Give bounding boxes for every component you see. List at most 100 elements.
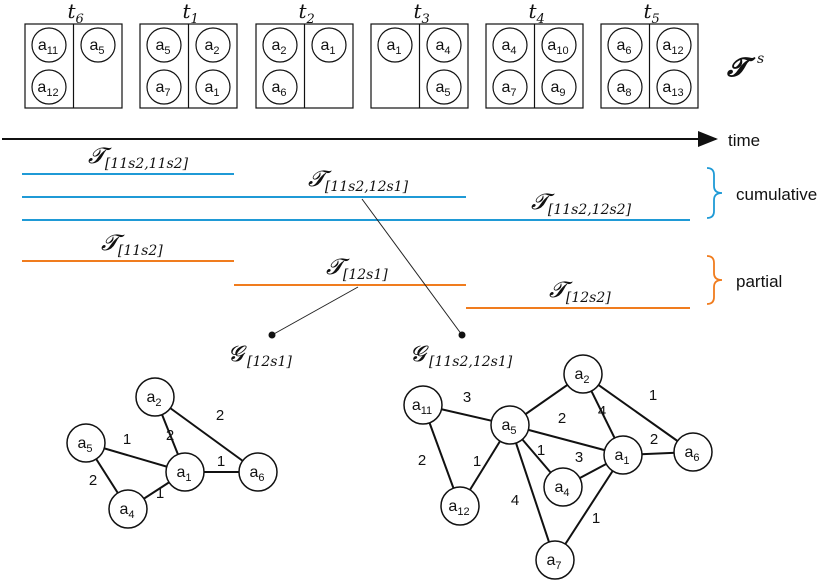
node-label: a12 — [37, 79, 58, 99]
agent-node — [146, 69, 182, 105]
edge-weight: 2 — [166, 427, 174, 444]
edge-weight: 2 — [89, 472, 97, 489]
partial-interval-label: 𝓣[11s2] — [101, 231, 163, 259]
graph-label-left: 𝓖 [12s1] — [228, 342, 292, 370]
node-label: a11 — [412, 397, 432, 417]
graph-node — [403, 385, 443, 425]
edge-weight: 1 — [592, 510, 600, 527]
slot-label: t2 — [299, 0, 315, 27]
node-label: a4 — [501, 37, 516, 57]
graph-edge — [509, 424, 556, 561]
partial-interval-label: 𝓣[12s1] — [326, 255, 388, 283]
graph-subscript: [12s1] — [247, 354, 292, 370]
node-label: a1 — [614, 447, 629, 467]
collection-symbol: 𝓣 — [726, 53, 756, 83]
interval-lines: 𝓣[11s2,11s2] 𝓣[11s2,12s1] 𝓣[11s2,12s2] 𝓣[11… — [22, 144, 690, 309]
agent-node — [607, 27, 643, 63]
slot-label: t6 — [68, 0, 84, 27]
node-label: a5 — [77, 435, 92, 455]
node-label: a2 — [574, 366, 589, 386]
node-label: a11 — [38, 37, 58, 57]
edge-weight: 1 — [123, 431, 131, 448]
edge-weight: 1 — [156, 485, 164, 502]
collection-superscript: s — [757, 51, 764, 67]
agent-node — [492, 69, 528, 105]
node-label: a6 — [249, 464, 264, 484]
slot-label: t3 — [414, 0, 430, 27]
edge-weight: 1 — [217, 453, 225, 470]
agent-node — [607, 69, 643, 105]
slot-label: t4 — [529, 0, 545, 27]
node-label: a6 — [616, 37, 631, 57]
agent-node — [262, 27, 298, 63]
agent-node — [656, 27, 692, 63]
edge-weight: 2 — [216, 407, 224, 424]
pointer-dot-right — [458, 331, 466, 339]
edge-weight: 4 — [598, 403, 606, 420]
edge-weight: 3 — [575, 449, 583, 466]
slot-label: t5 — [644, 0, 660, 27]
node-label: a4 — [435, 37, 450, 57]
edge-weight: 2 — [418, 452, 426, 469]
node-label: a2 — [271, 37, 286, 57]
agent-node — [656, 69, 692, 105]
time-axis-label: time — [728, 131, 760, 150]
node-label: a13 — [662, 79, 683, 99]
graph-node — [165, 452, 205, 492]
agent-node — [195, 69, 231, 105]
agent-node — [492, 27, 528, 63]
cumulative-interval-label: 𝓣[11s2,12s1] — [308, 167, 409, 195]
agent-node — [31, 27, 67, 63]
agent-node — [146, 27, 182, 63]
cumulative-interval-label: 𝓣[11s2,12s2] — [531, 190, 632, 218]
agent-node — [426, 69, 462, 105]
node-label: a9 — [550, 79, 565, 99]
node-label: a7 — [155, 79, 170, 99]
partial-brace — [706, 255, 723, 305]
edge-weight: 2 — [650, 431, 658, 448]
node-label: a5 — [435, 79, 450, 99]
agent-node — [311, 27, 347, 63]
node-label: a2 — [204, 37, 219, 57]
cumulative-interval-label: 𝓣[11s2,11s2] — [88, 144, 189, 172]
pointer-dot-left — [268, 331, 276, 339]
graph-node — [603, 435, 643, 475]
node-label: a8 — [616, 79, 631, 99]
graph-subscript: [11s2,12s1] — [429, 354, 513, 370]
node-label: a4 — [119, 501, 134, 521]
time-slot: t4 a4 a7 a10 a9 — [485, 0, 584, 109]
agent-node — [541, 27, 577, 63]
pointer-line-left — [271, 286, 359, 336]
cumulative-brace — [706, 167, 723, 219]
pointer-line-right — [361, 198, 463, 336]
graph-node — [535, 540, 575, 580]
graph-edge — [582, 373, 694, 453]
edge-weight: 2 — [558, 410, 566, 427]
node-label: a7 — [501, 79, 516, 99]
graph-node — [135, 377, 175, 417]
node-label: a10 — [547, 37, 568, 57]
node-label: a4 — [554, 479, 569, 499]
graph-label-right: 𝓖 [11s2,12s1] — [410, 342, 513, 370]
node-label: a5 — [501, 417, 516, 437]
node-label: a12 — [448, 498, 469, 518]
edge-weight: 1 — [537, 442, 545, 459]
edge-weight: 4 — [511, 492, 519, 509]
graph-node — [238, 452, 278, 492]
node-label: a12 — [662, 37, 683, 57]
partial-interval-label: 𝓣[12s2] — [549, 278, 611, 306]
node-label: a7 — [546, 552, 561, 572]
graph-node — [440, 486, 480, 526]
slot-label: t1 — [183, 0, 199, 27]
graph-symbol: 𝓖 — [410, 342, 429, 367]
graph-edge — [554, 454, 624, 561]
graph-node — [563, 354, 603, 394]
graph-node — [543, 467, 583, 507]
graph-node — [673, 432, 713, 472]
